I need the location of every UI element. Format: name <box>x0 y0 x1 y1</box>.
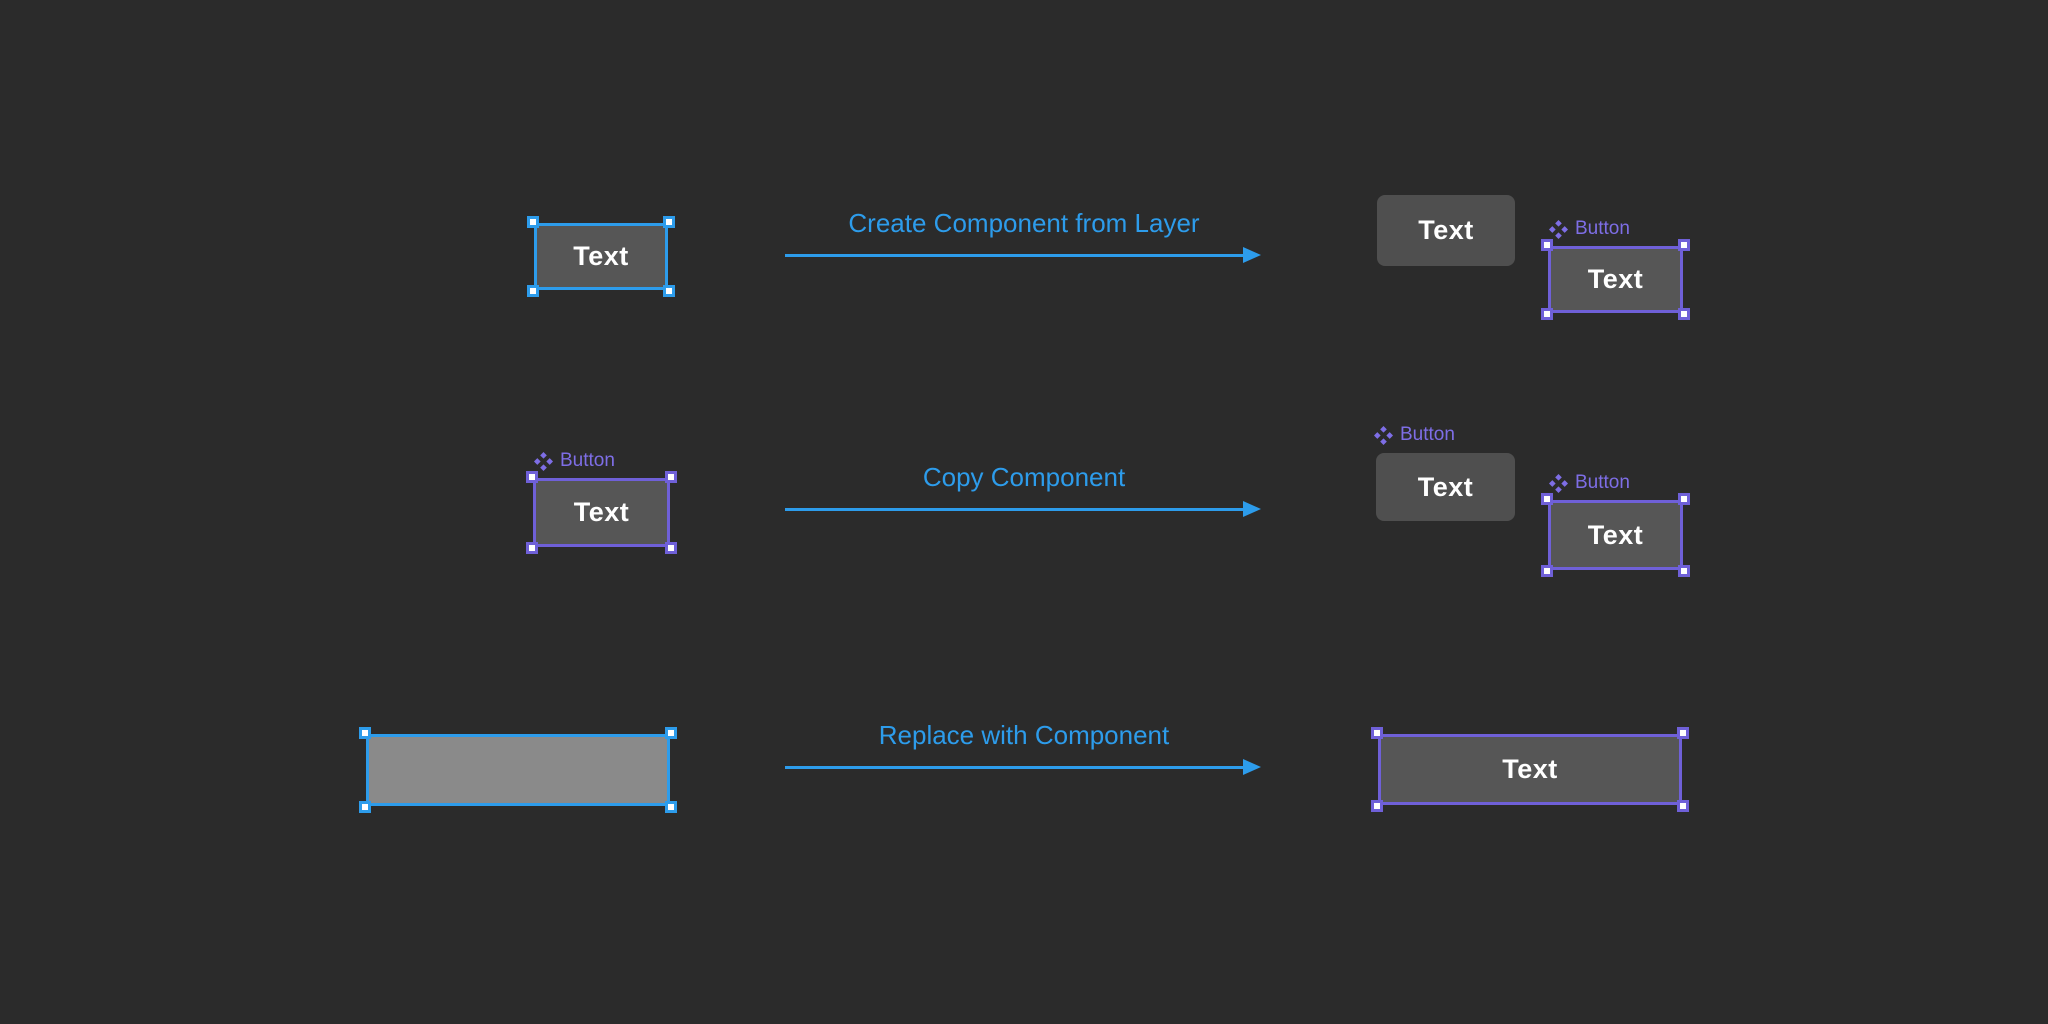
arrow-label-replace-with-component: Replace with Component <box>878 720 1170 750</box>
component-icon <box>534 451 553 471</box>
button-text: Text <box>1418 215 1474 245</box>
component-name: Button <box>1400 424 1455 445</box>
arrow-line <box>785 501 1261 517</box>
component-text: Text <box>1587 264 1644 294</box>
selection-handle-top-left[interactable] <box>526 471 538 483</box>
selection-handle-bottom-right[interactable] <box>663 285 675 297</box>
row1-selected-layer[interactable]: Text <box>527 216 675 297</box>
component-text: Text <box>1417 471 1474 502</box>
component-label[interactable]: Button <box>534 450 615 472</box>
selection-handle-top-left[interactable] <box>1541 493 1553 505</box>
selection-handle-top-left[interactable] <box>1541 239 1553 251</box>
row2-original-component[interactable]: Button Text <box>1374 424 1515 521</box>
selection-handle-bottom-right[interactable] <box>1678 565 1690 577</box>
arrow-label-create-component: Create Component from Layer <box>848 208 1200 238</box>
component-icon <box>1549 473 1568 493</box>
arrow-copy-component: Copy Component <box>785 461 1263 517</box>
component-icon <box>1374 425 1393 445</box>
row3-placeholder-rect[interactable] <box>359 727 677 813</box>
arrow-head-icon <box>1243 759 1261 775</box>
selection-handle-top-right[interactable] <box>663 216 675 228</box>
selection-handle-top-left[interactable] <box>527 216 539 228</box>
selection-handle-bottom-left[interactable] <box>1541 565 1553 577</box>
row1-result-button[interactable]: Text <box>1377 195 1515 266</box>
selection-handle-bottom-left[interactable] <box>1371 800 1383 812</box>
selection-handle-bottom-left[interactable] <box>527 285 539 297</box>
selection-handle-bottom-right[interactable] <box>1677 800 1689 812</box>
component-label[interactable]: Button <box>1549 218 1630 240</box>
component-name: Button <box>560 450 615 471</box>
selection-handle-bottom-right[interactable] <box>665 801 677 813</box>
selection-handle-bottom-left[interactable] <box>1541 308 1553 320</box>
arrow-create-component: Create Component from Layer <box>785 207 1263 263</box>
arrow-line <box>785 247 1261 263</box>
selection-handle-top-right[interactable] <box>1678 493 1690 505</box>
component-name: Button <box>1575 218 1630 239</box>
selection-handle-bottom-right[interactable] <box>665 542 677 554</box>
arrow-head-icon <box>1243 247 1261 263</box>
row3-replaced-component[interactable]: Text <box>1371 727 1689 812</box>
selection-handle-top-left[interactable] <box>359 727 371 739</box>
component-label[interactable]: Button <box>1374 424 1455 446</box>
layer-text: Text <box>573 241 629 271</box>
component-text: Text <box>1502 754 1558 784</box>
selection-handle-top-right[interactable] <box>1677 727 1689 739</box>
row2-source-component[interactable]: Button Text <box>526 450 677 554</box>
selection-handle-top-left[interactable] <box>1371 727 1383 739</box>
component-label[interactable]: Button <box>1549 472 1630 494</box>
selection-handle-bottom-left[interactable] <box>526 542 538 554</box>
selection-handle-bottom-left[interactable] <box>359 801 371 813</box>
selection-handle-bottom-right[interactable] <box>1678 308 1690 320</box>
component-name: Button <box>1575 472 1630 493</box>
selection-handle-top-right[interactable] <box>665 471 677 483</box>
component-icon <box>1549 219 1568 239</box>
arrow-replace-with-component: Replace with Component <box>785 719 1263 775</box>
arrow-line <box>785 759 1261 775</box>
component-text: Text <box>1587 519 1644 550</box>
row1-new-component[interactable]: Button Text <box>1541 218 1690 320</box>
arrow-label-copy-component: Copy Component <box>922 462 1126 492</box>
arrow-head-icon <box>1243 501 1261 517</box>
component-text: Text <box>573 497 630 527</box>
selection-handle-top-right[interactable] <box>665 727 677 739</box>
selection-handle-top-right[interactable] <box>1678 239 1690 251</box>
row2-copied-component[interactable]: Button Text <box>1541 472 1690 577</box>
